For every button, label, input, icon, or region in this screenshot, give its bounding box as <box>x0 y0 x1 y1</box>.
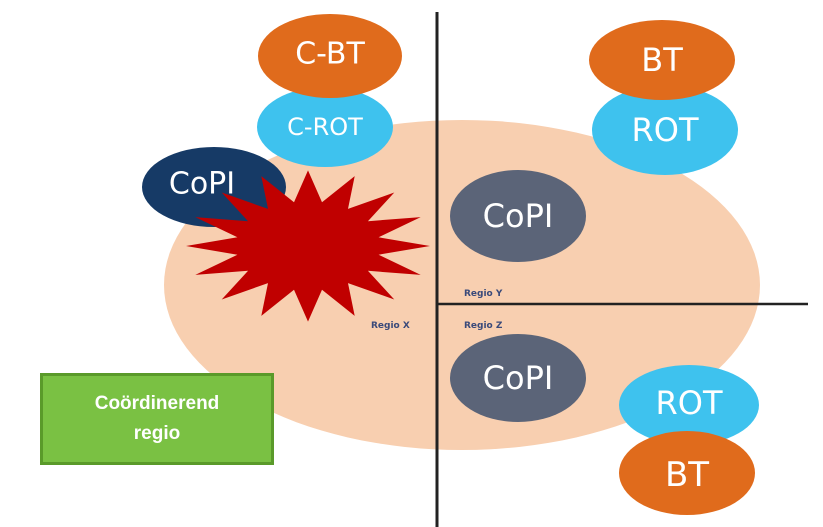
c-bt-label: C-BT <box>295 37 365 72</box>
bt-top-label: BT <box>641 41 683 79</box>
copi-lower-label: CoPI <box>483 359 554 397</box>
c-rot-node <box>257 87 393 167</box>
legend-label: Coördinerend regio <box>94 393 220 444</box>
explosion-star-icon <box>186 170 430 322</box>
copi-lower-node <box>450 334 586 422</box>
copi-center-node <box>450 170 586 262</box>
copi-center-label: CoPI <box>483 197 554 235</box>
copi-incident-label: CoPI <box>169 167 235 202</box>
bt-bottom-node <box>619 431 755 515</box>
c-rot-label: C-ROT <box>287 113 363 141</box>
rot-bottom-node <box>619 365 759 445</box>
bt-bottom-label: BT <box>665 455 709 495</box>
rot-top-label: ROT <box>632 111 699 149</box>
coordinating-region-legend: Coördinerend regio <box>40 373 274 465</box>
region-y-label: Regio Y <box>464 289 503 299</box>
c-bt-node <box>258 14 402 98</box>
rot-bottom-label: ROT <box>656 384 723 422</box>
region-x-label: Regio X <box>371 321 410 331</box>
rot-top-node <box>592 85 738 175</box>
region-z-label: Regio Z <box>464 321 503 331</box>
bt-top-node <box>589 20 735 100</box>
